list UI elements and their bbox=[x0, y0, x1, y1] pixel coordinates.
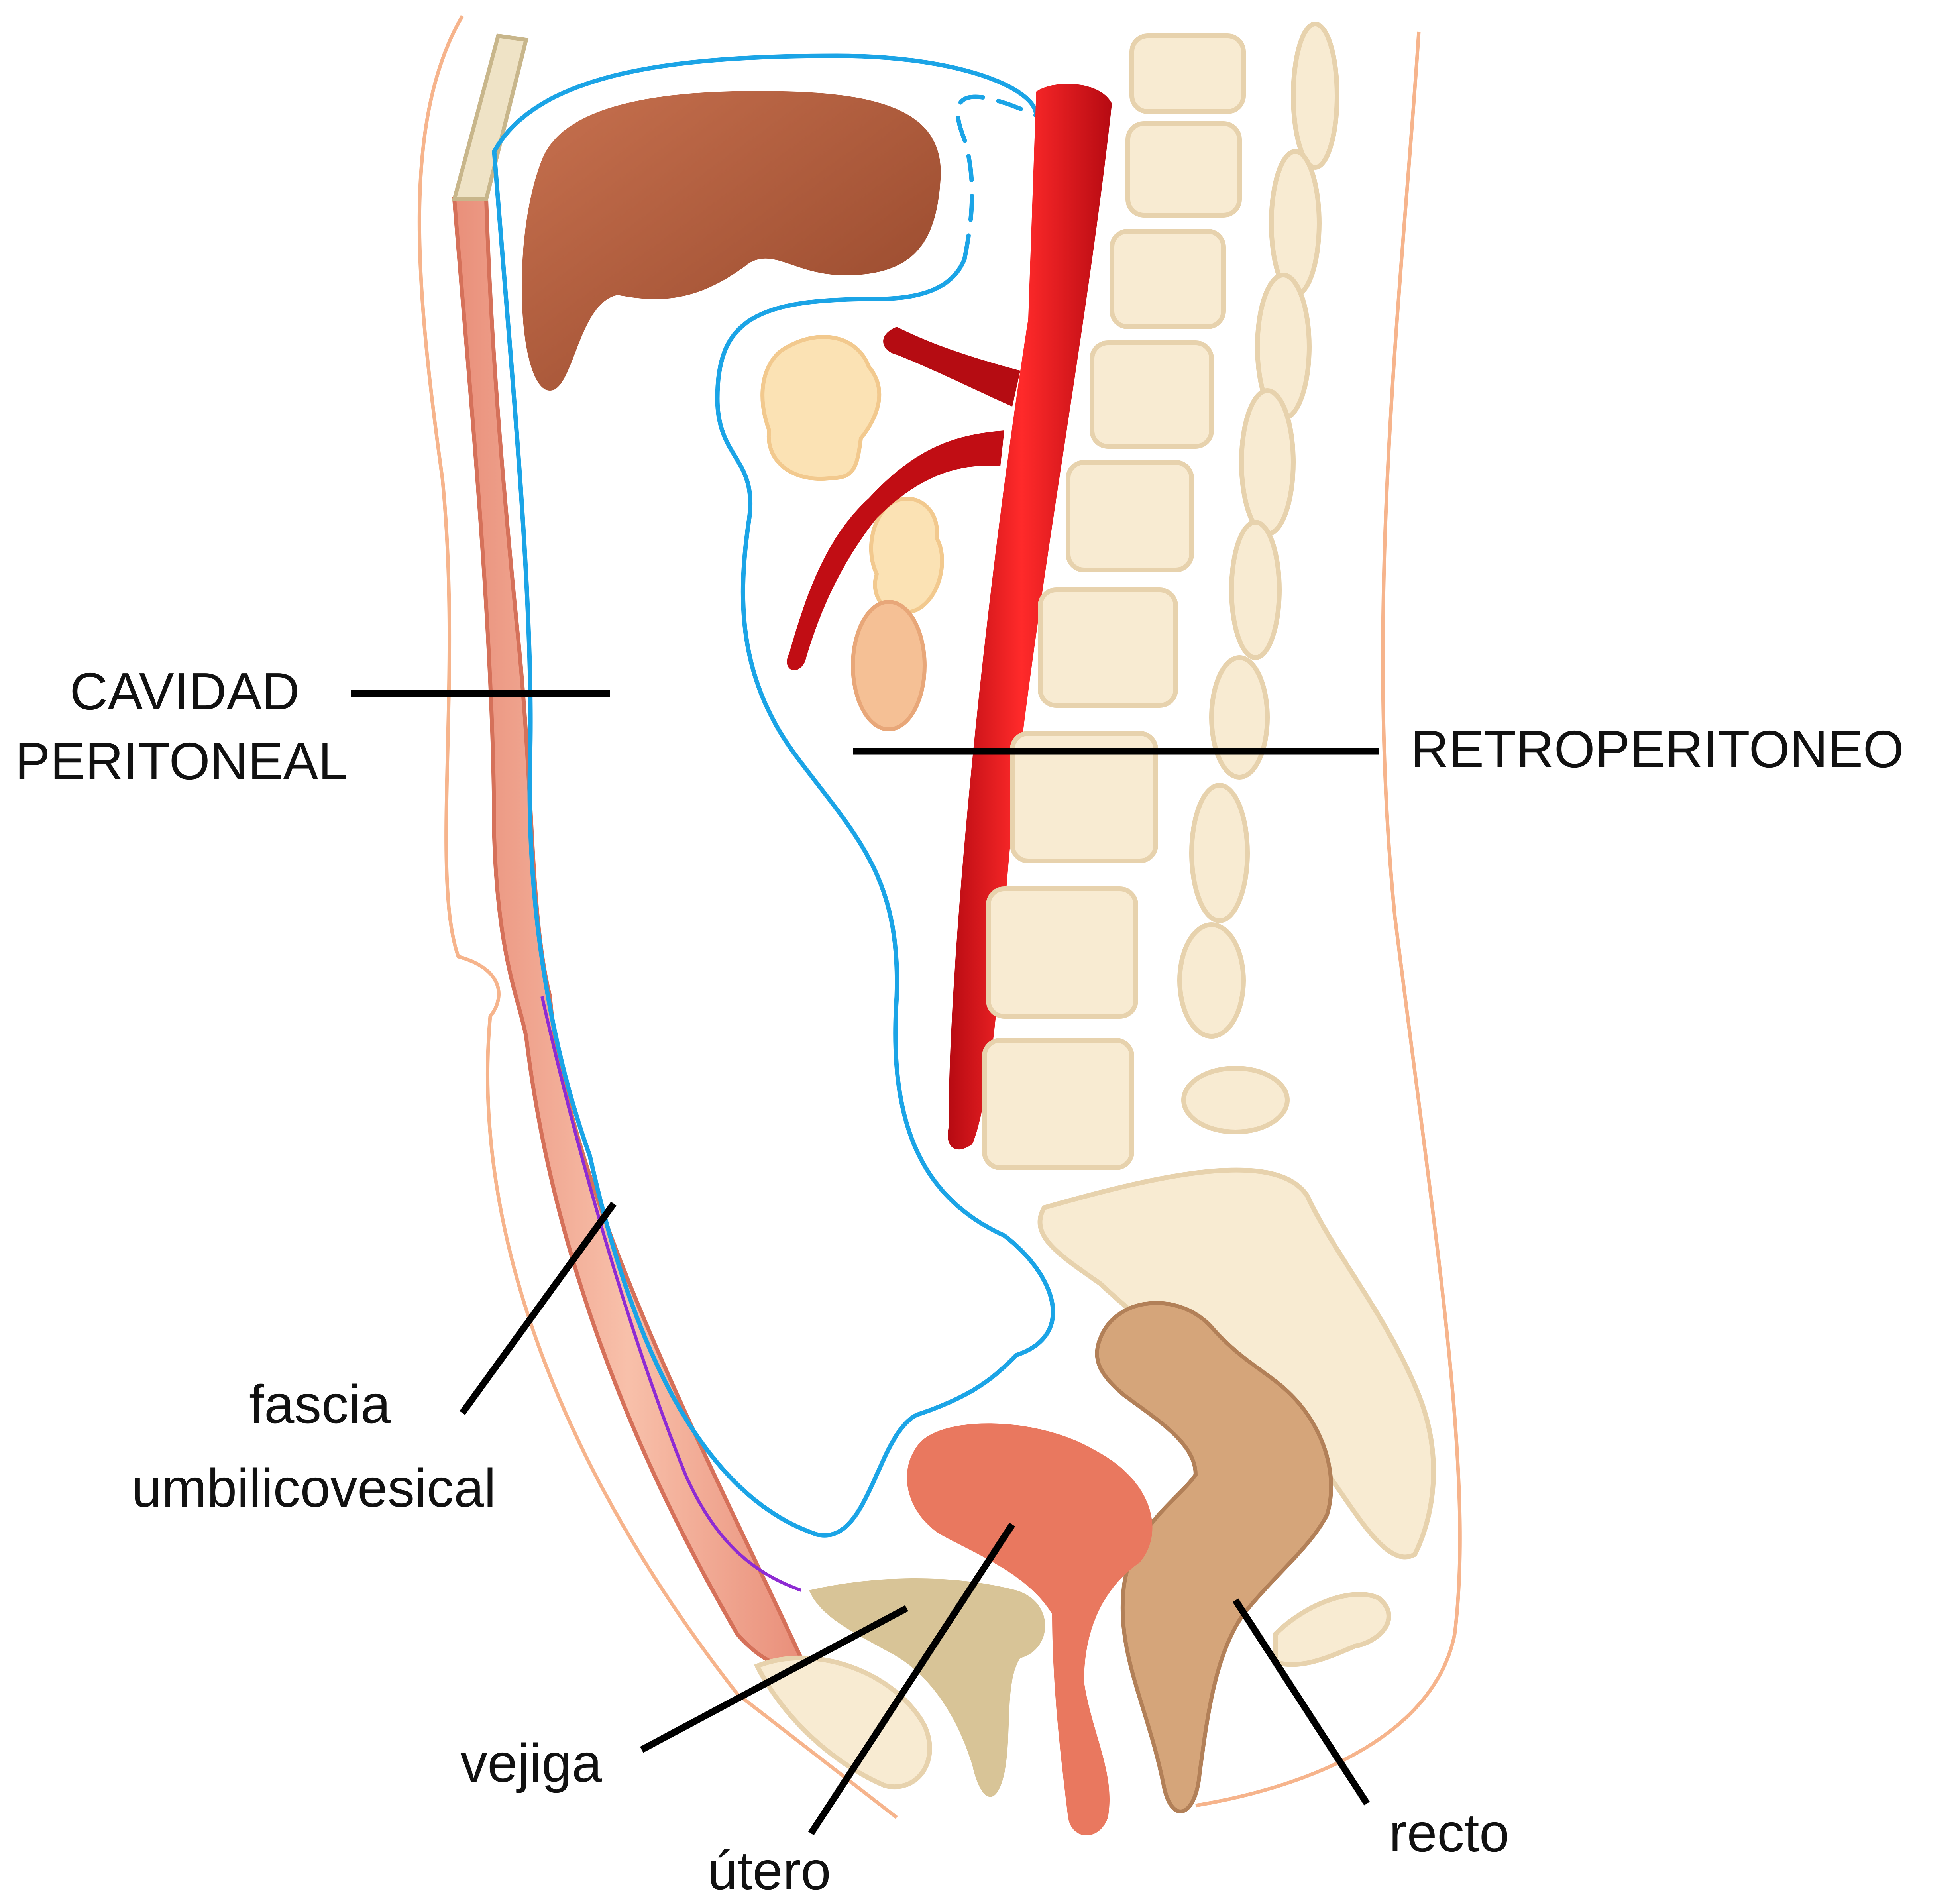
label-fascia-line1: fascia bbox=[249, 1374, 391, 1434]
label-vejiga: vejiga bbox=[460, 1733, 602, 1793]
liver bbox=[522, 91, 941, 391]
label-fascia-line2: umbilicovesical bbox=[132, 1458, 496, 1518]
label-retroperitoneo: RETROPERITONEO bbox=[1411, 720, 1904, 778]
label-cavidad-line1: CAVIDAD bbox=[70, 662, 300, 721]
label-utero: útero bbox=[707, 1840, 831, 1896]
label-cavidad-line2: PERITONEAL bbox=[15, 732, 348, 790]
label-recto: recto bbox=[1389, 1802, 1509, 1863]
